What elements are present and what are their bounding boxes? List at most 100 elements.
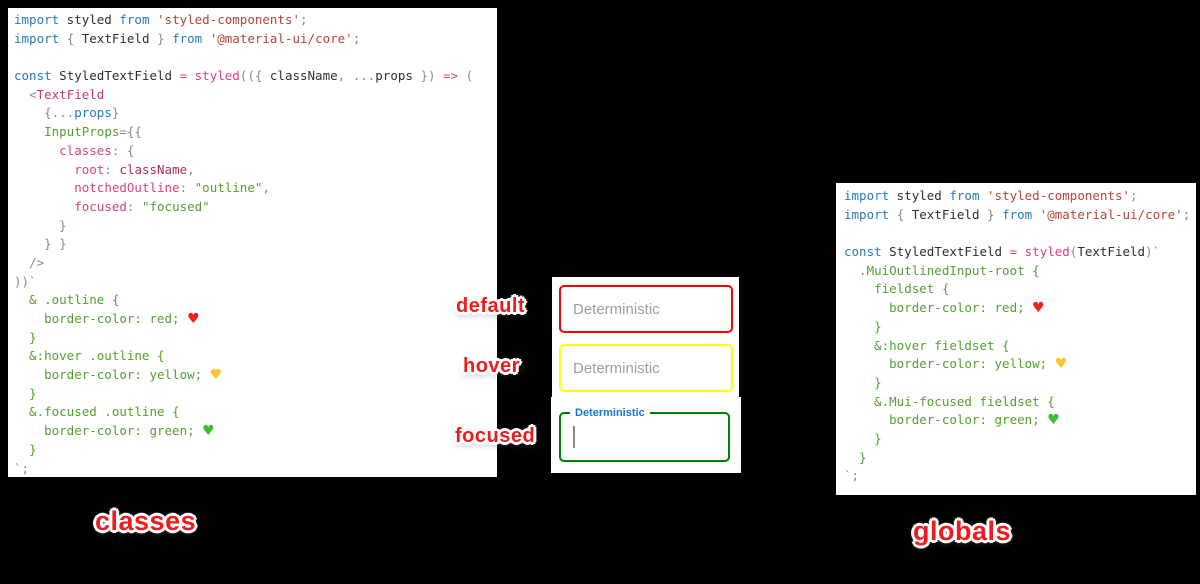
- code-line: }: [844, 449, 1196, 468]
- code-line: classes: {: [14, 142, 497, 161]
- code-line: &:hover fieldset {: [844, 337, 1196, 356]
- code-token: border-color: red;: [844, 300, 1033, 316]
- code-token: [187, 68, 195, 83]
- code-line: const StyledTextField = styled(TextField…: [844, 243, 1196, 262]
- code-token: [149, 12, 157, 27]
- code-token: ={{: [119, 124, 142, 140]
- code-line: import styled from 'styled-components';: [14, 11, 497, 30]
- code-token: [14, 180, 74, 195]
- code-token: border-color: green;: [844, 412, 1048, 428]
- code-line: &.Mui-focused fieldset {: [844, 393, 1196, 412]
- code-token: =: [1009, 244, 1018, 260]
- code-token: [14, 124, 44, 139]
- code-line: import { TextField } from '@material-ui/…: [844, 206, 1196, 225]
- code-token: className: [119, 161, 188, 177]
- code-line: const StyledTextField = styled(({ classN…: [14, 67, 497, 86]
- code-token: [165, 31, 173, 46]
- code-token: , ...: [337, 68, 376, 84]
- code-token: (: [1069, 244, 1078, 260]
- code-token: }): [412, 68, 436, 84]
- code-token: ,: [262, 180, 270, 196]
- code-token: :: [126, 198, 142, 214]
- code-token: TextField: [1077, 244, 1146, 260]
- code-token: :: [179, 180, 195, 196]
- code-line: InputProps={{: [14, 123, 497, 142]
- code-token: focused: [74, 198, 127, 214]
- code-token: root: [74, 161, 105, 177]
- code-line: {...props}: [14, 104, 497, 123]
- code-token: />: [29, 254, 45, 270]
- code-token: }: [149, 30, 165, 46]
- code-token: TextField: [81, 30, 150, 46]
- textfield-hover[interactable]: Deterministic: [559, 344, 733, 392]
- text-caret: [573, 426, 575, 448]
- code-token: ;: [1130, 188, 1138, 203]
- code-token: 'styled-components': [987, 188, 1131, 203]
- code-token: [14, 105, 44, 120]
- code-token: '@material-ui/core': [1039, 206, 1183, 222]
- state-label-default: default: [456, 295, 526, 317]
- code-token: {: [66, 30, 82, 46]
- code-token: }: [14, 385, 37, 401]
- approach-label-globals: globals: [913, 516, 1012, 546]
- code-token: &:hover fieldset {: [844, 337, 1010, 353]
- code-line: &.focused .outline {: [14, 403, 497, 422]
- code-token: TextField: [911, 206, 980, 222]
- code-token: [14, 199, 74, 214]
- code-line: import styled from 'styled-components';: [844, 187, 1196, 206]
- code-token: [14, 162, 74, 177]
- code-line: fieldset {: [844, 280, 1196, 299]
- code-token: "focused": [141, 198, 210, 214]
- code-token: [59, 31, 67, 46]
- code-token: =>: [443, 68, 459, 84]
- code-line: border-color: green; ♥: [844, 411, 1196, 430]
- code-token: {...: [44, 105, 75, 121]
- code-token: &.Mui-focused fieldset {: [844, 393, 1055, 409]
- code-token: from: [1002, 206, 1033, 222]
- code-line: }: [844, 318, 1196, 337]
- code-token: styled: [889, 188, 950, 203]
- textfield-default[interactable]: Deterministic: [559, 285, 733, 333]
- code-token: [979, 188, 987, 203]
- code-line: <TextField: [14, 86, 497, 105]
- code-token: }: [14, 441, 37, 457]
- code-token: =: [179, 68, 188, 84]
- textfield-focused-panel: Deterministic: [551, 397, 741, 473]
- code-token: [995, 207, 1003, 222]
- textfield-focused-label: Deterministic: [570, 405, 650, 421]
- code-token: from: [172, 30, 203, 46]
- red-heart-icon: ♥: [187, 311, 200, 327]
- code-line: }: [14, 329, 497, 348]
- code-line: [844, 224, 1196, 243]
- code-line: `;: [844, 467, 1196, 486]
- code-panel-globals: import styled from 'styled-components';i…: [836, 183, 1196, 495]
- code-token: }: [844, 318, 882, 334]
- code-token: import: [844, 188, 890, 203]
- code-token: [14, 87, 29, 102]
- code-token: fieldset {: [844, 281, 950, 297]
- code-token: "outline": [194, 180, 263, 196]
- code-token: import: [844, 206, 890, 222]
- code-line: [14, 48, 497, 67]
- code-line: border-color: yellow; ♥: [14, 366, 497, 385]
- code-token: [14, 255, 29, 270]
- code-token: }: [844, 449, 867, 465]
- textfield-focused[interactable]: Deterministic: [559, 405, 730, 462]
- yellow-heart-icon: ♥: [209, 367, 223, 384]
- code-token: import: [14, 30, 60, 46]
- code-line: />: [14, 254, 497, 273]
- code-line: notchedOutline: "outline",: [14, 179, 497, 198]
- code-token: styled: [59, 12, 120, 27]
- code-line: border-color: green; ♥: [14, 422, 497, 441]
- code-line: root: className,: [14, 161, 497, 180]
- code-token: [14, 236, 44, 251]
- code-token: [1032, 207, 1040, 222]
- code-token: `;: [14, 460, 30, 476]
- code-token: `;: [844, 468, 860, 484]
- code-token: StyledTextField: [51, 68, 180, 84]
- code-token: ;: [352, 30, 361, 46]
- code-token: const: [14, 68, 52, 84]
- code-line: focused: "focused": [14, 198, 497, 217]
- code-token: }: [111, 105, 120, 121]
- code-token: from: [949, 188, 980, 203]
